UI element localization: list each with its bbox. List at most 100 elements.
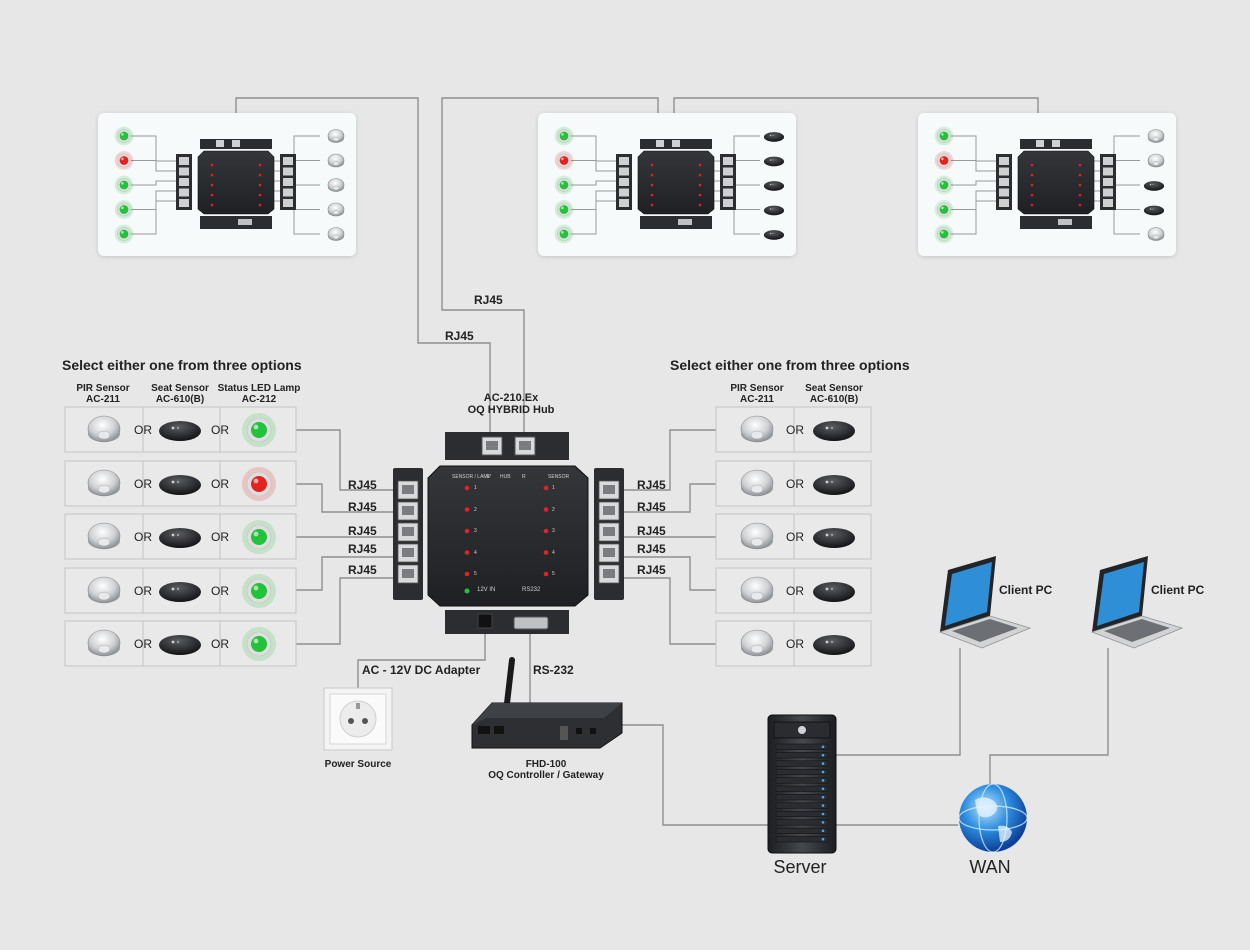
top-hub-2-seat-icon <box>763 156 785 167</box>
rj45-label-left: RJ45 <box>348 478 377 492</box>
rj45-label-left: RJ45 <box>348 563 377 577</box>
adapter-label: AC - 12V DC Adapter <box>362 663 481 677</box>
top-hub-3-led-icon <box>934 224 954 244</box>
top-hub-1-pir-icon <box>327 178 345 192</box>
top-hub-2-led-icon <box>554 151 574 170</box>
wire-right-1 <box>622 429 716 491</box>
right-option-rows <box>715 406 872 667</box>
top-hub-1-pir-icon <box>327 153 345 168</box>
top-hub-1-led-icon <box>114 151 134 170</box>
top-hub-1-led-icon <box>114 224 134 244</box>
status-led-icon <box>242 574 276 608</box>
top-hub-3-led-icon <box>934 200 954 219</box>
hub-panel-port-number: 4 <box>552 549 555 556</box>
or-label: OR <box>211 637 229 651</box>
top-hub-2-seat-icon <box>763 181 785 191</box>
top-hub-group <box>98 113 1176 256</box>
seat-sensor-icon <box>159 421 201 441</box>
wire-wan-pc2 <box>989 648 1109 790</box>
hub-panel-port-number: 4 <box>474 549 477 556</box>
server-label: Server <box>773 857 827 877</box>
or-label: OR <box>786 637 804 651</box>
top-hub-1-pir-icon <box>327 202 345 217</box>
status-led-icon <box>242 627 276 661</box>
right-option-row <box>715 567 872 614</box>
pir-sensor-icon <box>740 469 774 497</box>
rj45-label-top-2: RJ45 <box>474 293 503 307</box>
top-hub-3-led-icon <box>934 175 954 195</box>
status-led-icon <box>242 413 276 447</box>
wan-label: WAN <box>969 857 1011 877</box>
top-hub-1-pir-icon <box>327 227 345 241</box>
seat-sensor-icon <box>813 582 855 602</box>
hub-leds <box>464 485 549 594</box>
top-hub-2-led-icon <box>554 200 574 219</box>
client-pc-laptop-icon <box>1090 556 1184 649</box>
power-socket <box>323 687 393 751</box>
rj45-label-left: RJ45 <box>348 542 377 556</box>
top-hub-assembly-2 <box>538 113 796 256</box>
left-option-row <box>64 620 297 667</box>
pir-sensor-icon <box>87 522 121 550</box>
top-hub-1-pir-icon <box>327 129 345 143</box>
gateway-device <box>471 657 623 749</box>
wire-top-hub-1 <box>235 97 491 434</box>
left-option-rows <box>64 406 297 667</box>
hub-panel-port-number: 5 <box>552 571 555 577</box>
hub-panel-port-number: 1 <box>552 485 555 491</box>
right-option-row <box>715 513 872 560</box>
client-pc-laptop-icon <box>938 556 1032 649</box>
power-source-label: Power Source <box>324 759 392 770</box>
or-label: OR <box>786 423 804 437</box>
top-hub-2-seat-icon <box>763 230 785 240</box>
top-hub-3-led-icon <box>934 151 954 170</box>
seat-sensor-icon <box>813 528 855 548</box>
hub-side-ports <box>397 480 620 584</box>
rj45-label-right: RJ45 <box>637 563 666 577</box>
rs232-label: RS-232 <box>533 663 574 677</box>
top-hub-3-pir-icon <box>1147 227 1165 241</box>
wire-left-2 <box>296 483 398 513</box>
hub-panel-port-number: 1 <box>474 485 477 491</box>
top-hub-3-led-icon <box>934 126 954 146</box>
pir-sensor-icon <box>87 576 121 604</box>
top-hub-1-led-icon <box>114 126 134 146</box>
right-option-row <box>715 406 872 453</box>
top-hub-1-led-icon <box>114 175 134 195</box>
or-label: OR <box>134 530 152 544</box>
or-label: OR <box>134 423 152 437</box>
hub-panel-sensor-lamp-label: SENSOR / LAMP <box>452 474 491 480</box>
pir-sensor-icon <box>740 629 774 657</box>
wire-top-hub-2 <box>441 97 659 434</box>
seat-sensor-icon <box>813 635 855 655</box>
pir-sensor-icon <box>87 415 121 443</box>
or-label: OR <box>786 584 804 598</box>
wire-left-1 <box>296 429 398 491</box>
wire-left-5 <box>296 577 398 645</box>
status-led-icon <box>242 467 276 501</box>
top-hub-3-pir-icon <box>1147 129 1165 143</box>
hub-panel-port-number: 5 <box>474 571 477 577</box>
hub-panel-port-number: 3 <box>552 528 555 534</box>
rj45-label-right: RJ45 <box>637 500 666 514</box>
top-hub-2-led-icon <box>554 175 574 195</box>
pir-sensor-icon <box>740 522 774 550</box>
wire-right-2 <box>622 483 716 513</box>
central-hub <box>393 432 624 634</box>
pir-sensor-icon <box>87 629 121 657</box>
left-option-row <box>64 567 297 614</box>
top-hub-1-led-icon <box>114 200 134 219</box>
hub-panel-l-label: L <box>487 474 490 480</box>
rj45-label-top-1: RJ45 <box>445 329 474 343</box>
hub-panel-port-number: 2 <box>474 506 477 513</box>
wire-left-4 <box>296 556 398 591</box>
top-hub-2-seat-icon <box>763 205 785 216</box>
server-rack <box>767 714 837 854</box>
top-hub-2-led-icon <box>554 224 574 244</box>
or-label: OR <box>134 637 152 651</box>
select-options-title-left: Select either one from three options <box>62 357 302 373</box>
top-hub-3-seat-icon <box>1143 205 1165 216</box>
